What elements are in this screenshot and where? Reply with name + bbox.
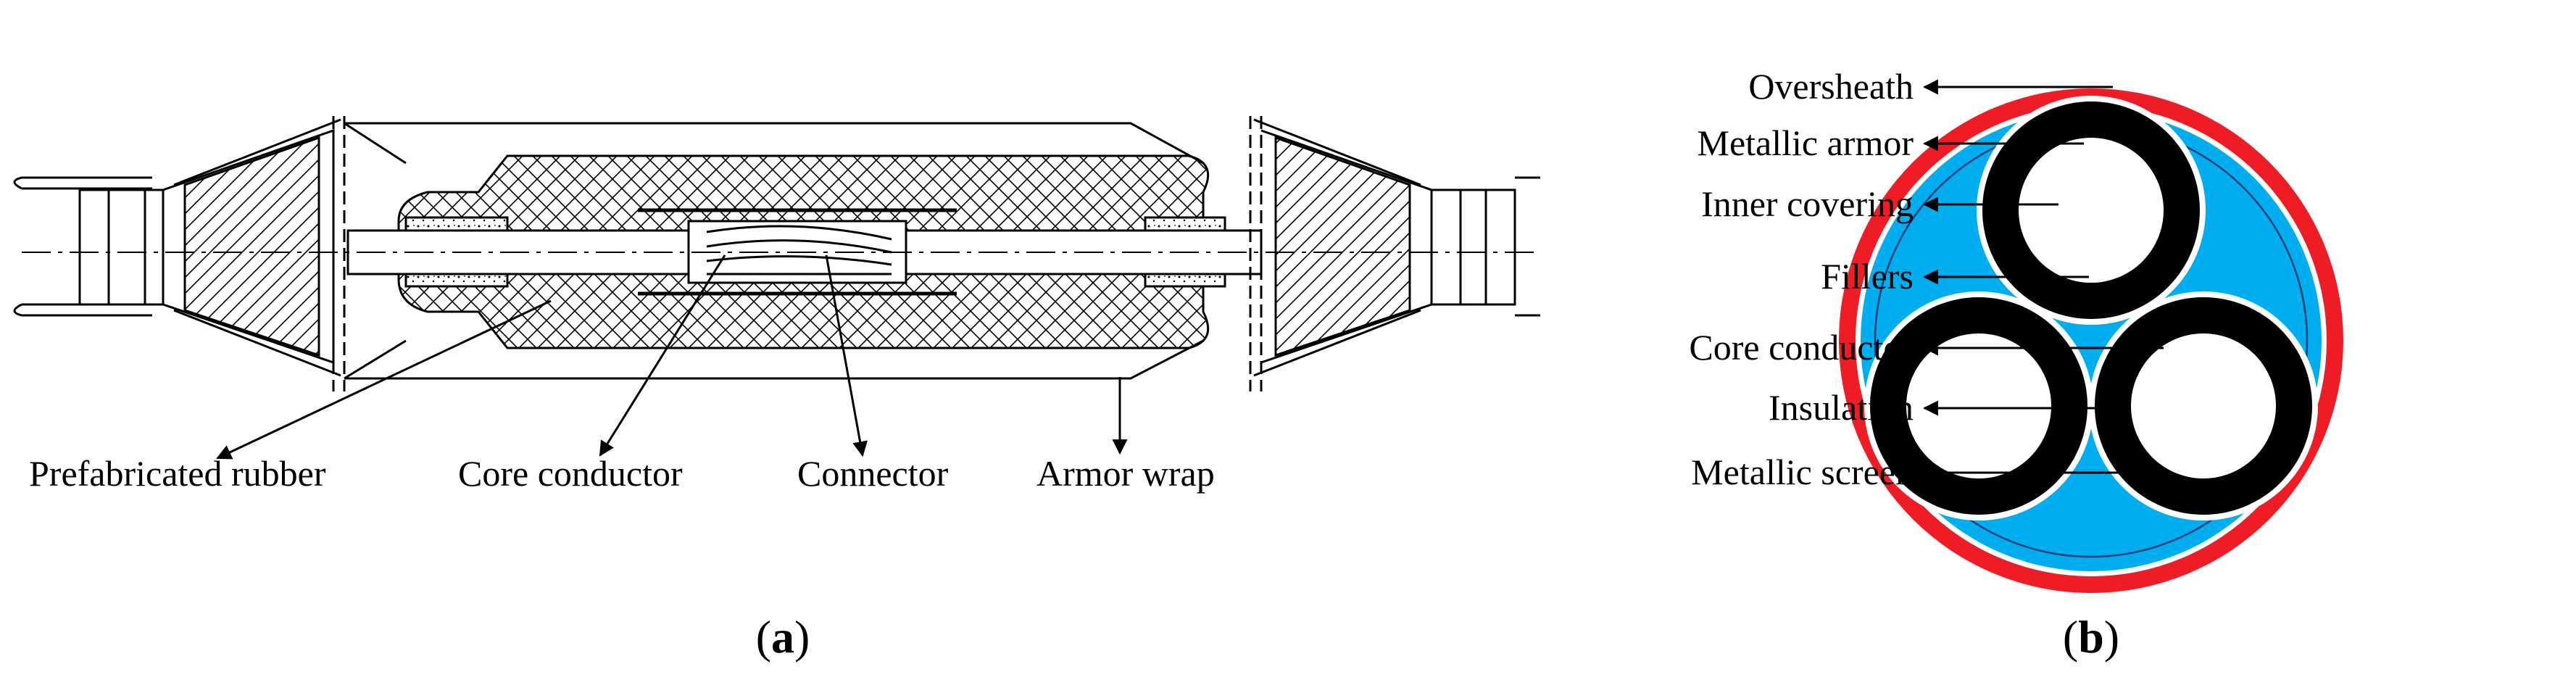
label-fillers: Fillers bbox=[1821, 256, 1914, 297]
label-connector: Connector bbox=[797, 453, 949, 494]
label-inner-covering: Inner covering bbox=[1701, 183, 1914, 224]
label-prefabricated-rubber: Prefabricated rubber bbox=[29, 453, 326, 494]
label-insulation: Insulation bbox=[1769, 387, 1914, 428]
cable-cross-section bbox=[1839, 88, 2343, 593]
cable-leaders bbox=[1922, 79, 2171, 481]
label-oversheath: Oversheath bbox=[1748, 66, 1914, 107]
joint-labels bbox=[216, 254, 1128, 460]
core-right bbox=[2089, 291, 2318, 521]
label-metallic-armor: Metallic armor bbox=[1698, 123, 1914, 163]
core-top bbox=[1977, 96, 2206, 325]
leader-core-conductor bbox=[599, 254, 726, 457]
caption-b: (b) bbox=[2063, 611, 2119, 663]
label-armor-wrap: Armor wrap bbox=[1036, 453, 1215, 494]
caption-a: (a) bbox=[756, 611, 810, 663]
leader-connector bbox=[825, 254, 868, 457]
label-metallic-screen: Metallic screen bbox=[1691, 452, 1914, 492]
leader-prefabricated-rubber bbox=[216, 299, 552, 460]
label-core-conductor-a: Core conductor bbox=[458, 453, 683, 494]
label-core-conductor-b: Core conductor bbox=[1689, 327, 1914, 368]
joint-drawing bbox=[13, 116, 1540, 391]
